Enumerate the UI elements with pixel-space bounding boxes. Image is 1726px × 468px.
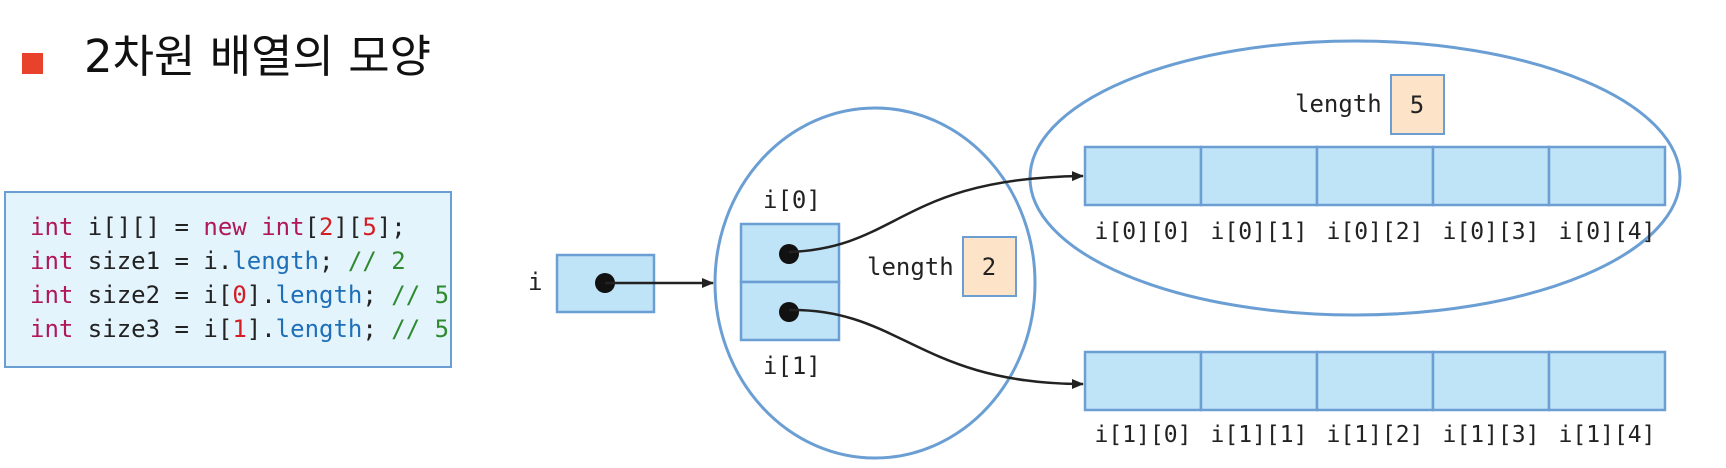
row1-cells bbox=[1083, 350, 1667, 412]
code-token: new bbox=[203, 213, 247, 241]
variable-i-label: i bbox=[528, 268, 542, 296]
row0-pointer-arrow bbox=[788, 171, 1084, 254]
row1-cell bbox=[1315, 350, 1435, 412]
outer-length-value: 2 bbox=[982, 253, 996, 281]
code-token: int bbox=[30, 315, 74, 343]
code-token: [ bbox=[304, 213, 320, 241]
outer-array-ellipse bbox=[713, 106, 1037, 460]
code-token: int bbox=[30, 247, 74, 275]
code-token: // 2 bbox=[347, 247, 406, 275]
row0-cell bbox=[1315, 145, 1435, 207]
page-title: 2차원 배열의 모양 bbox=[84, 30, 432, 83]
row1-pointer-arrow bbox=[788, 308, 1084, 389]
code-token: ; bbox=[362, 281, 392, 309]
code-token: ]; bbox=[376, 213, 406, 241]
row1-cell bbox=[1083, 350, 1203, 412]
code-token: int bbox=[261, 213, 305, 241]
row0-cell bbox=[1199, 145, 1319, 207]
outer-length-box bbox=[962, 236, 1017, 297]
inner-length-value: 5 bbox=[1410, 91, 1424, 119]
code-token: 1 bbox=[232, 315, 247, 343]
row1-index-label: i[1][0] bbox=[1095, 422, 1192, 448]
row0-index-label: i[0][4] bbox=[1559, 219, 1656, 245]
code-token: size2 = i[ bbox=[73, 281, 233, 309]
row0-cell bbox=[1431, 145, 1551, 207]
code-token: length bbox=[275, 315, 363, 343]
code-token: ]. bbox=[246, 315, 276, 343]
code-token: int bbox=[30, 213, 74, 241]
row0-cells bbox=[1083, 145, 1667, 207]
inner-length-label: length bbox=[1295, 90, 1382, 118]
code-token: i[][] = bbox=[73, 213, 204, 241]
code-token: ]. bbox=[246, 281, 276, 309]
row0-cell bbox=[1083, 145, 1203, 207]
code-token: size3 = i[ bbox=[73, 315, 233, 343]
row1-index-label: i[1][1] bbox=[1211, 422, 1308, 448]
row0-index-label: i[0][2] bbox=[1327, 219, 1424, 245]
row1-cell bbox=[1431, 350, 1551, 412]
code-token: ; bbox=[319, 247, 348, 275]
code-token: 0 bbox=[232, 281, 247, 309]
code-token: // 5 bbox=[391, 281, 450, 309]
pointer-dot bbox=[779, 244, 799, 264]
code-token: size1 = i. bbox=[73, 247, 233, 275]
code-snippet: int i[][] = new int[2][5]; int size1 = i… bbox=[4, 191, 452, 368]
outer-row0-label: i[0] bbox=[763, 186, 821, 214]
code-token: ; bbox=[362, 315, 392, 343]
row1-index-label: i[1][4] bbox=[1559, 422, 1656, 448]
title-bullet-square bbox=[22, 53, 43, 74]
code-line: int i[][] = new int[2][5]; bbox=[30, 210, 450, 244]
code-line: int size3 = i[1].length; // 5 bbox=[30, 312, 450, 346]
pointer-dot bbox=[779, 302, 799, 322]
code-token: int bbox=[30, 281, 74, 309]
row1-index-label: i[1][2] bbox=[1327, 422, 1424, 448]
row1-cell bbox=[1547, 350, 1667, 412]
outer-length-label: length bbox=[867, 253, 954, 281]
code-token: length bbox=[275, 281, 363, 309]
code-token: ][ bbox=[333, 213, 363, 241]
outer-row1-label: i[1] bbox=[763, 352, 821, 380]
row1-cell bbox=[1199, 350, 1319, 412]
row0-cell bbox=[1547, 145, 1667, 207]
code-token: 2 bbox=[319, 213, 334, 241]
code-token: 5 bbox=[362, 213, 377, 241]
row0-index-label: i[0][1] bbox=[1211, 219, 1308, 245]
row1-index-label: i[1][3] bbox=[1443, 422, 1540, 448]
row0-index-label: i[0][0] bbox=[1095, 219, 1192, 245]
code-token: length bbox=[232, 247, 320, 275]
row0-index-label: i[0][3] bbox=[1443, 219, 1540, 245]
code-line: int size1 = i.length; // 2 bbox=[30, 244, 450, 278]
inner-length-box bbox=[1390, 74, 1445, 135]
code-token: // 5 bbox=[391, 315, 450, 343]
code-line: int size2 = i[0].length; // 5 bbox=[30, 278, 450, 312]
